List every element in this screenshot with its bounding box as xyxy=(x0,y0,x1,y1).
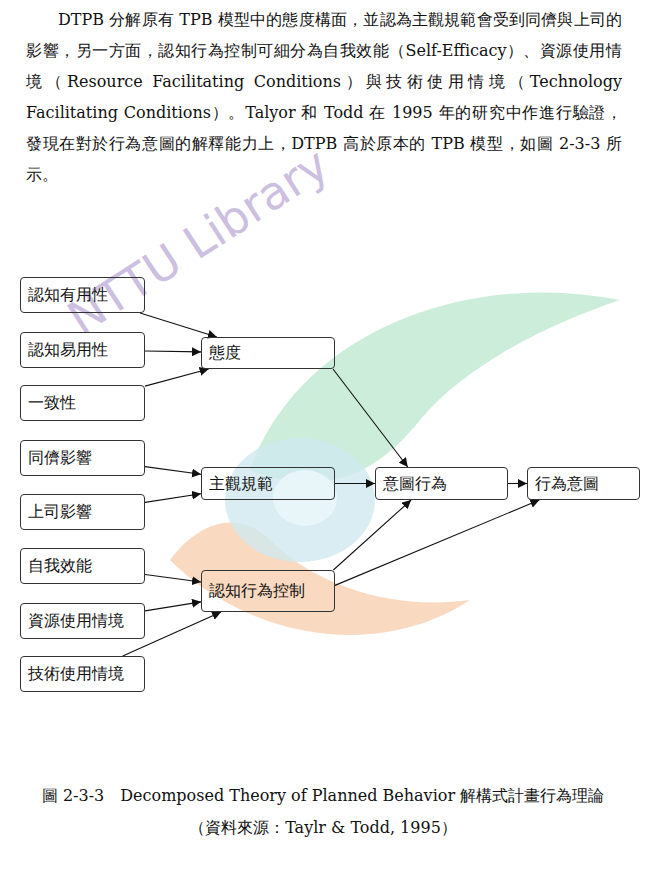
concept-label: 一致性 xyxy=(28,393,76,413)
body-paragraph: DTPB 分解原有 TPB 模型中的態度構面，並認為主觀規範會受到同儕與上司的影… xyxy=(26,4,622,190)
arrow-connector xyxy=(333,369,408,467)
concept-box: 同儕影響 xyxy=(20,440,145,476)
concept-box: 認知行為控制 xyxy=(201,570,335,612)
concept-label: 同儕影響 xyxy=(28,448,92,468)
concept-box: 自我效能 xyxy=(20,548,145,584)
logo-pupil xyxy=(273,470,337,526)
concept-label: 意圖行為 xyxy=(383,474,447,494)
concept-box: 態度 xyxy=(201,337,335,369)
logo-eye xyxy=(225,438,375,562)
concept-label: 行為意圖 xyxy=(535,474,599,494)
arrow-connector xyxy=(508,483,527,484)
concept-label: 技術使用情境 xyxy=(28,664,124,684)
concept-box: 資源使用情境 xyxy=(20,603,145,639)
arrow-connector xyxy=(140,313,217,337)
arrow-connector xyxy=(145,369,209,386)
arrow-connector xyxy=(145,350,201,352)
concept-label: 認知有用性 xyxy=(28,285,108,305)
arrow-connector xyxy=(335,500,539,585)
arrow-connector xyxy=(335,483,375,484)
watermark-text: NTTU Library xyxy=(58,137,338,345)
concept-label: 資源使用情境 xyxy=(28,611,124,631)
concept-label: 認知易用性 xyxy=(28,340,108,360)
figure-caption: 圖 2-3-3 Decomposed Theory of Planned Beh… xyxy=(0,786,646,807)
arrow-connector xyxy=(333,500,411,570)
concept-box: 認知易用性 xyxy=(20,332,145,368)
concept-box: 主觀規範 xyxy=(201,467,335,500)
concept-box: 一致性 xyxy=(20,385,145,421)
arrow-connector xyxy=(145,602,201,611)
concept-label: 主觀規範 xyxy=(209,474,273,494)
concept-label: 上司影響 xyxy=(28,502,92,522)
concept-box: 意圖行為 xyxy=(375,467,508,500)
concept-label: 自我效能 xyxy=(28,556,92,576)
concept-label: 認知行為控制 xyxy=(209,581,305,601)
concept-box: 行為意圖 xyxy=(527,467,640,500)
concept-label: 態度 xyxy=(209,343,241,363)
arrow-connector xyxy=(145,574,201,582)
concept-box: 認知有用性 xyxy=(20,277,145,313)
concept-box: 技術使用情境 xyxy=(20,656,145,692)
concept-box: 上司影響 xyxy=(20,494,145,530)
arrow-connector xyxy=(123,612,221,656)
arrow-connector xyxy=(145,494,201,503)
arrow-connector xyxy=(145,467,201,475)
source-note: （資料來源：Taylr & Todd, 1995） xyxy=(0,818,646,839)
